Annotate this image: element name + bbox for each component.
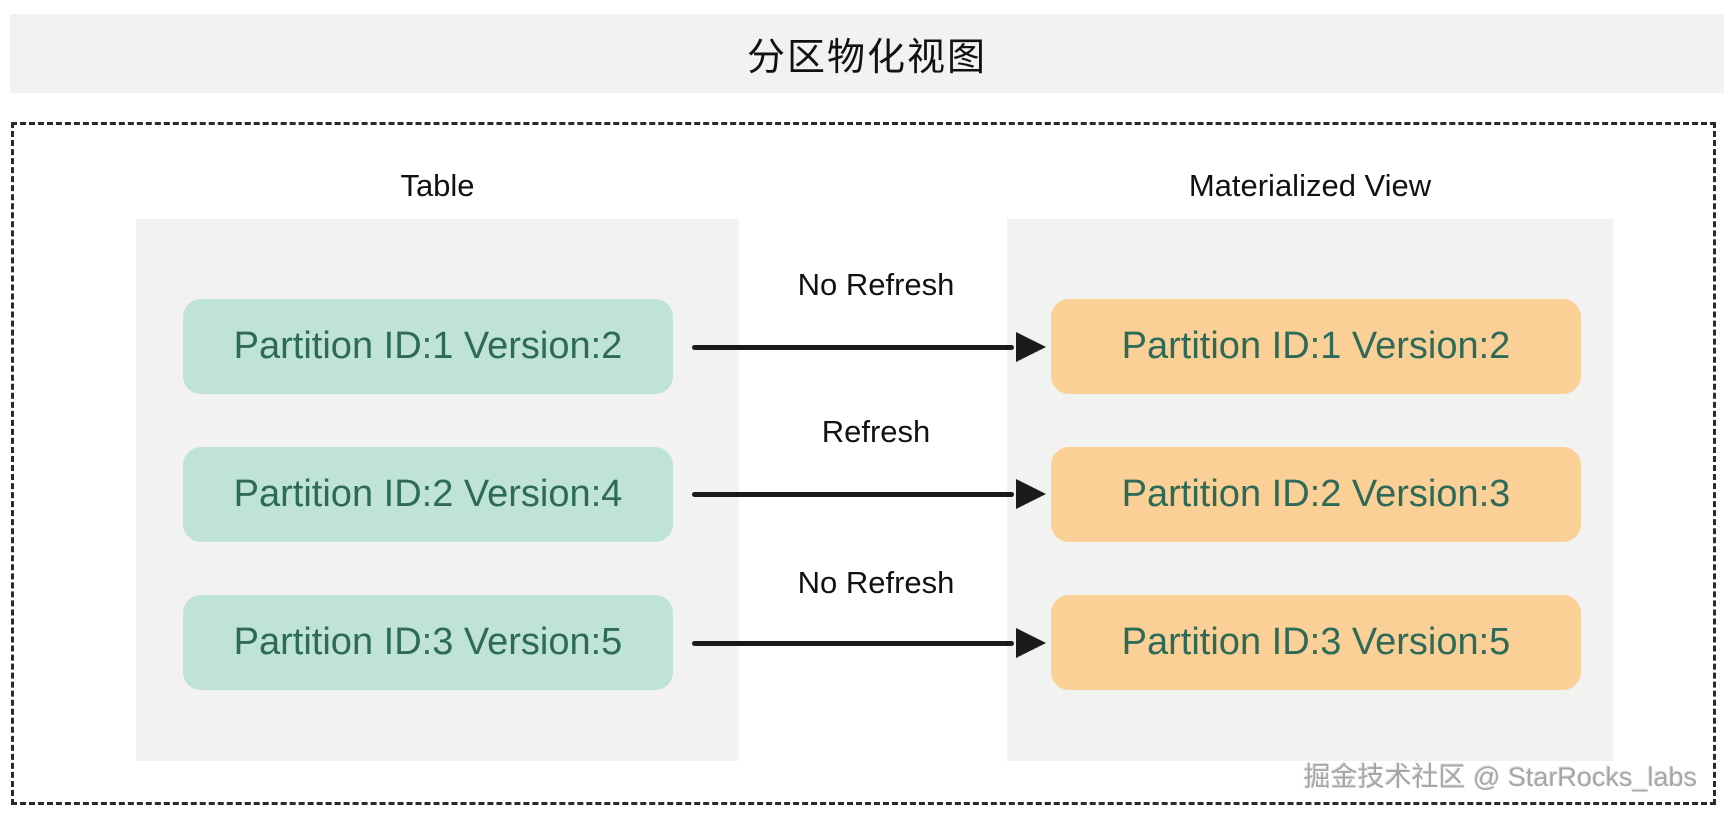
- title-bar: 分区物化视图: [10, 14, 1724, 93]
- arrow-label-3: No Refresh: [797, 565, 955, 600]
- mv-column-header: Materialized View: [1188, 168, 1432, 203]
- mv-partition-3: Partition ID:3 Version:5: [1051, 595, 1581, 690]
- partition-mv-diagram: Table Materialized View Partition ID:1 V…: [11, 122, 1716, 805]
- mv-partition-1: Partition ID:1 Version:2: [1051, 299, 1581, 394]
- arrow-label-1: No Refresh: [797, 267, 955, 302]
- page-title: 分区物化视图: [746, 37, 987, 79]
- arrowhead-icon: [1016, 332, 1046, 362]
- table-partition-3: Partition ID:3 Version:5: [183, 595, 673, 690]
- arrow-icon-3: [686, 628, 1046, 658]
- arrow-shaft: [692, 640, 1014, 646]
- table-column-header: Table: [400, 168, 475, 203]
- table-partition-2: Partition ID:2 Version:4: [183, 447, 673, 542]
- arrow-shaft: [692, 344, 1014, 350]
- arrowhead-icon: [1016, 479, 1046, 509]
- arrowhead-icon: [1016, 628, 1046, 658]
- watermark: 掘金技术社区 @ StarRocks_labs: [1303, 762, 1698, 792]
- arrow-icon-2: [686, 479, 1046, 509]
- table-partition-1: Partition ID:1 Version:2: [183, 299, 673, 394]
- mv-partition-2: Partition ID:2 Version:3: [1051, 447, 1581, 542]
- arrow-shaft: [692, 491, 1014, 497]
- arrow-icon-1: [686, 332, 1046, 362]
- arrow-label-2: Refresh: [821, 414, 931, 449]
